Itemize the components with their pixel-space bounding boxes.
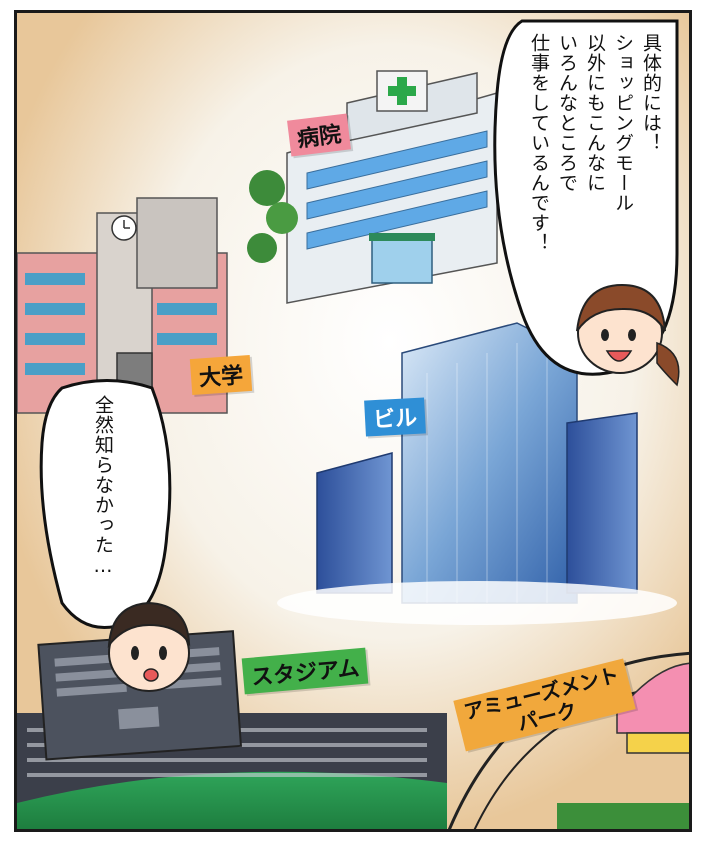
woman-character xyxy=(576,283,680,387)
panel-art xyxy=(17,13,689,829)
stadium-illustration xyxy=(17,630,447,829)
speech-woman-line-2: ショッピングモール xyxy=(612,33,634,213)
building-label: ビル xyxy=(364,397,426,437)
university-label: 大学 xyxy=(189,354,253,396)
speech-woman-text: 具体的には！ ショッピングモール 以外にもこんなに いろんなところで 仕事をして… xyxy=(525,33,665,353)
hospital-illustration xyxy=(247,70,498,304)
speech-woman-line-4: いろんなところで xyxy=(556,33,578,193)
speech-man-text: 全然知らなかった… xyxy=(89,395,117,625)
speech-woman-line-1: 具体的には！ xyxy=(640,33,662,153)
speech-woman-line-3: 以外にもこんなに xyxy=(584,33,606,193)
speech-woman-line-5: 仕事をしているんです！ xyxy=(528,33,550,253)
man-character xyxy=(107,601,191,692)
speech-man-line-1: 全然知らなかった… xyxy=(92,395,114,578)
hospital-label: 病院 xyxy=(287,113,351,157)
skyscraper-illustration xyxy=(277,322,677,625)
comic-panel: 具体的には！ ショッピングモール 以外にもこんなに いろんなところで 仕事をして… xyxy=(14,10,692,832)
